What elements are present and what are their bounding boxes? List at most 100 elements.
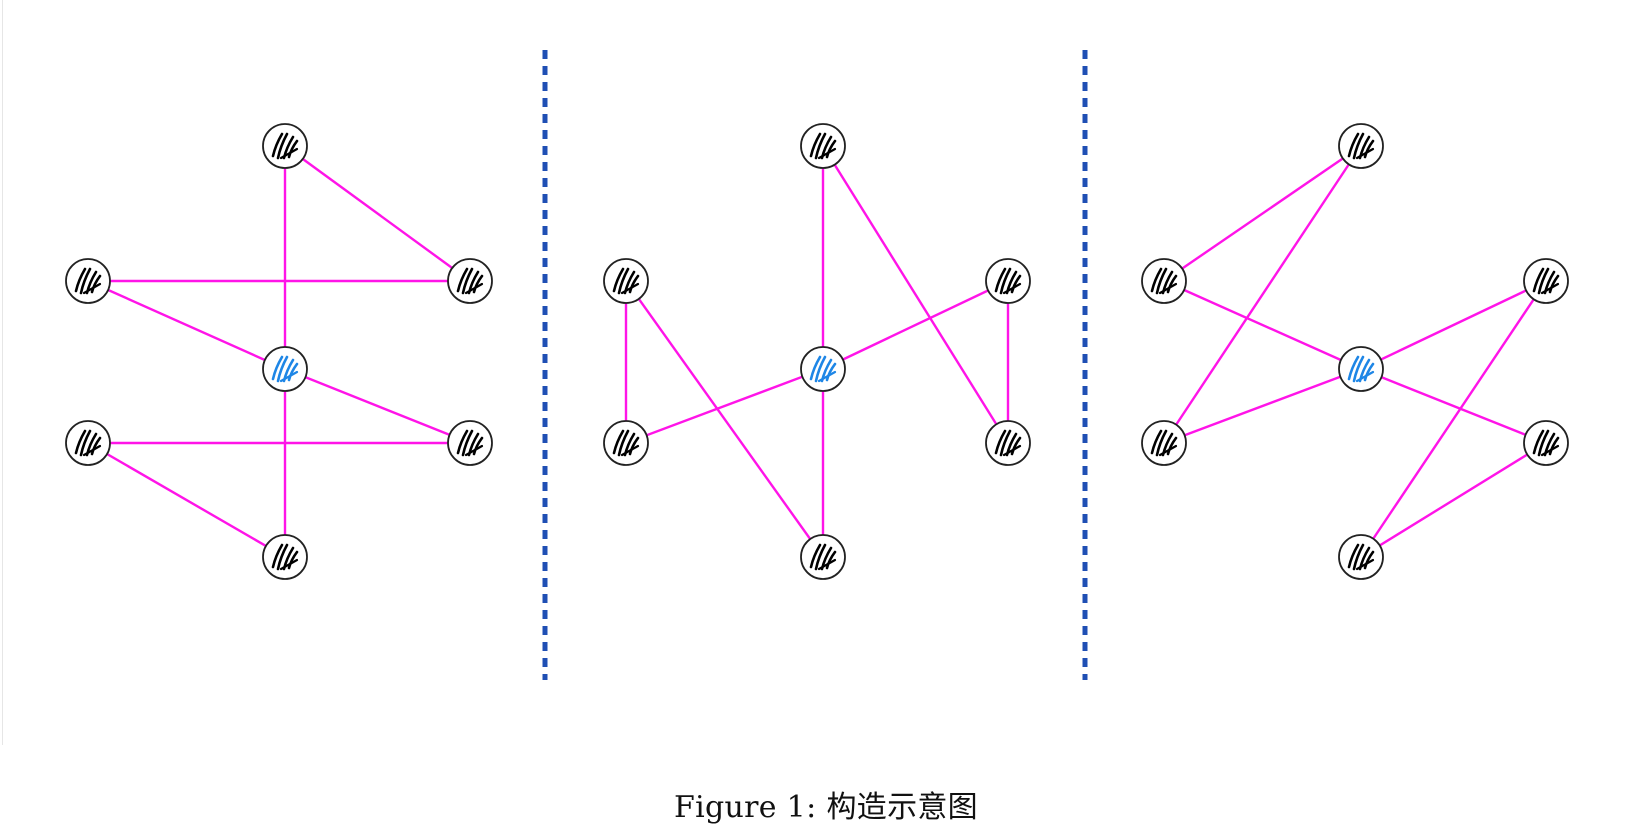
hatch-stroke-4	[1363, 139, 1375, 159]
hatch-stroke-4	[90, 274, 102, 294]
hatch-stroke-4	[628, 274, 640, 294]
hatch-stroke-4	[825, 550, 837, 570]
figure-caption: Figure 1:构造示意图	[0, 782, 1652, 826]
node-right-bottom	[1338, 534, 1384, 580]
node-circle	[800, 346, 846, 392]
hatch-stroke-1	[809, 543, 822, 569]
hatch-stroke-4	[1363, 362, 1375, 382]
hatch-base-stroke	[620, 444, 640, 457]
node-circle	[262, 123, 308, 169]
edge-middle-upper-left-bottom	[624, 279, 825, 559]
hatch-stroke-2	[1537, 267, 1550, 295]
hatch-stroke-1	[994, 267, 1007, 293]
blue-hatch-icon	[809, 355, 837, 383]
hatch-stroke-1	[1150, 267, 1163, 293]
node-circle	[603, 258, 649, 304]
black-hatch-icon	[1150, 267, 1178, 295]
node-middle-lower-right	[985, 420, 1031, 466]
page-left-border	[2, 0, 3, 745]
node-circle	[1338, 346, 1384, 392]
black-hatch-icon	[612, 429, 640, 457]
node-left-top	[262, 123, 308, 169]
hatch-base-stroke	[279, 147, 299, 160]
hatch-stroke-4	[287, 550, 299, 570]
hatch-stroke-1	[74, 267, 87, 293]
hatch-stroke-2	[79, 429, 92, 457]
node-middle-upper-left	[603, 258, 649, 304]
hatch-stroke-2	[999, 429, 1012, 457]
edge-middle-lower-left-center	[624, 367, 825, 445]
hatch-stroke-1	[456, 429, 469, 455]
node-middle-top	[800, 123, 846, 169]
edge-left-upper-left-center	[86, 279, 287, 371]
hatch-stroke-4	[90, 436, 102, 456]
hatch-stroke-2	[461, 267, 474, 295]
edge-right-lower-left-center	[1162, 367, 1363, 445]
edge-right-center-upper-right	[1359, 279, 1548, 371]
node-circle	[1141, 258, 1187, 304]
black-hatch-icon	[271, 132, 299, 160]
edge-middle-center-upper-right	[821, 279, 1010, 371]
edge-left-top-upper-right	[283, 144, 472, 283]
hatch-base-stroke	[82, 444, 102, 457]
hatch-stroke-2	[461, 429, 474, 457]
hatch-base-stroke	[620, 282, 640, 295]
black-hatch-icon	[456, 267, 484, 295]
node-right-top	[1338, 123, 1384, 169]
node-right-upper-left	[1141, 258, 1187, 304]
black-hatch-icon	[74, 429, 102, 457]
black-hatch-icon	[994, 429, 1022, 457]
node-circle	[447, 258, 493, 304]
hatch-base-stroke	[1158, 282, 1178, 295]
edge-left-center-lower-right	[283, 367, 472, 445]
hatch-stroke-4	[825, 362, 837, 382]
hatch-base-stroke	[279, 370, 299, 383]
hatch-stroke-2	[814, 355, 827, 383]
hatch-base-stroke	[1540, 444, 1560, 457]
hatch-stroke-1	[612, 429, 625, 455]
panel-middle	[603, 123, 1031, 580]
hatch-base-stroke	[1158, 444, 1178, 457]
hatch-stroke-2	[1155, 429, 1168, 457]
hatch-stroke-2	[1352, 132, 1365, 160]
node-middle-center	[800, 346, 846, 392]
hatch-base-stroke	[464, 444, 484, 457]
hatch-stroke-1	[74, 429, 87, 455]
hatch-base-stroke	[1002, 444, 1022, 457]
node-circle	[985, 258, 1031, 304]
hatch-stroke-4	[1010, 274, 1022, 294]
hatch-stroke-4	[1166, 436, 1178, 456]
hatch-base-stroke	[1355, 147, 1375, 160]
hatch-stroke-2	[1352, 543, 1365, 571]
hatch-stroke-1	[809, 132, 822, 158]
edge-right-upper-right-bottom	[1359, 279, 1548, 559]
node-left-center	[262, 346, 308, 392]
node-left-lower-left	[65, 420, 111, 466]
hatch-stroke-1	[1347, 132, 1360, 158]
node-right-lower-left	[1141, 420, 1187, 466]
hatch-base-stroke	[1540, 282, 1560, 295]
hatch-stroke-2	[276, 132, 289, 160]
node-circle	[65, 420, 111, 466]
black-hatch-icon	[809, 543, 837, 571]
node-circle	[1523, 420, 1569, 466]
node-middle-upper-right	[985, 258, 1031, 304]
node-circle	[1338, 534, 1384, 580]
black-hatch-icon	[994, 267, 1022, 295]
hatch-base-stroke	[464, 282, 484, 295]
node-circle	[800, 534, 846, 580]
panel-right	[1141, 123, 1569, 580]
node-right-lower-right	[1523, 420, 1569, 466]
hatch-stroke-4	[472, 436, 484, 456]
node-circle	[800, 123, 846, 169]
hatch-stroke-2	[276, 543, 289, 571]
hatch-base-stroke	[1355, 370, 1375, 383]
edge-right-upper-left-center	[1162, 279, 1363, 371]
node-circle	[65, 258, 111, 304]
black-hatch-icon	[1347, 543, 1375, 571]
black-hatch-icon	[1347, 132, 1375, 160]
hatch-base-stroke	[1355, 558, 1375, 571]
hatch-stroke-1	[271, 355, 284, 381]
hatch-stroke-4	[1548, 436, 1560, 456]
edge-left-lower-left-bottom	[86, 441, 287, 559]
